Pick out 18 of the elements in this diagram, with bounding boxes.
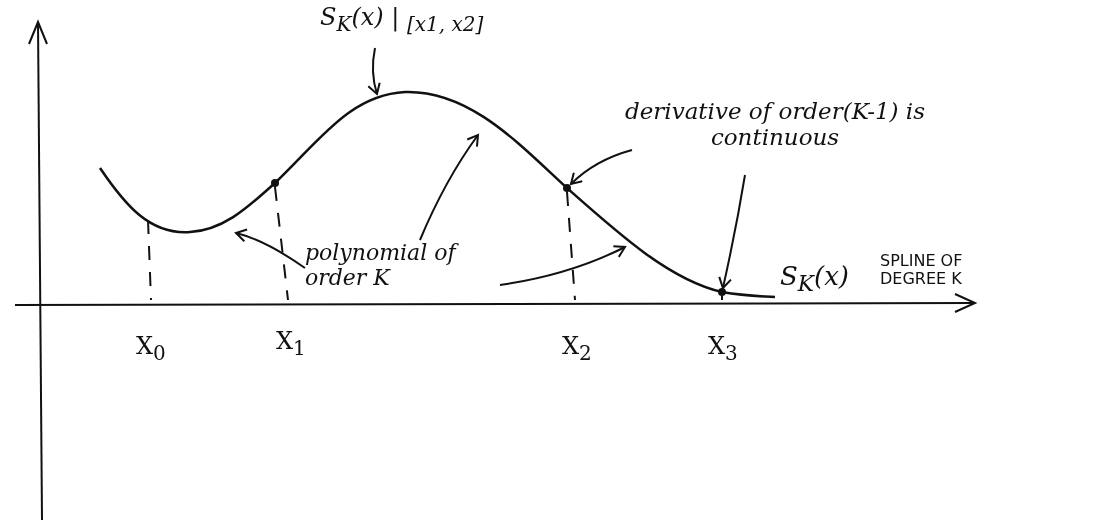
knot-dot	[271, 179, 279, 187]
axis-tick-label: X$_{0}$	[136, 333, 166, 365]
annotation-text: polynomial of order K	[305, 240, 510, 291]
annotation-text: derivative of order(K-1) is continuous	[610, 98, 940, 151]
curve-label: SPLINE OF DEGREE K	[880, 252, 964, 289]
axis-tick-label: X$_{3}$	[708, 333, 738, 365]
leader-arrow	[235, 228, 306, 269]
leader-arrow	[419, 134, 479, 241]
annotation-text: S$_{K}$(x) | $_{[x1, x2]}$	[320, 4, 580, 36]
curve-label: S$_{K}$(x)	[780, 262, 849, 298]
knot-dot	[718, 288, 726, 296]
knot-dot	[563, 184, 571, 192]
arrow	[718, 174, 746, 289]
axis-tick-label: X$_{2}$	[562, 333, 592, 365]
axis-tick-label: X$_{1}$	[276, 328, 306, 360]
leader-arrow	[499, 245, 626, 286]
arrow	[570, 149, 633, 185]
leader-arrow	[367, 47, 381, 95]
